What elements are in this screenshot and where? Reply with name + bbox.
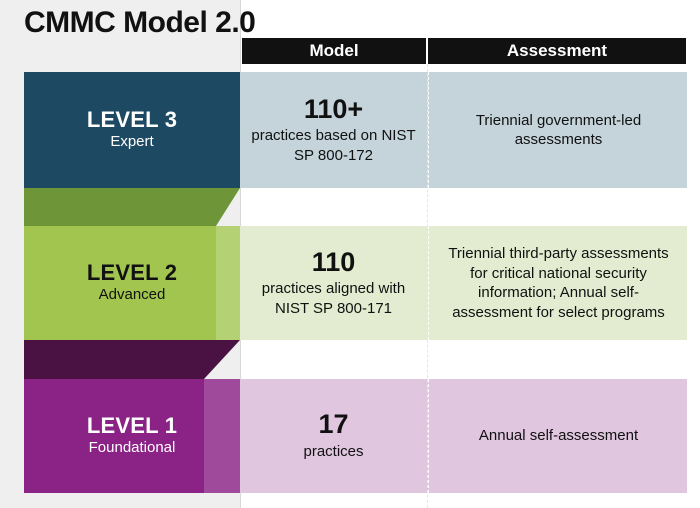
level-2-model-cell: 110 practices aligned with NIST SP 800-1…: [240, 226, 427, 340]
level-1-assessment-text: Annual self-assessment: [478, 427, 639, 445]
level-2-assessment-text: Triennial third-party assessments for cr…: [448, 245, 669, 321]
level-3-model-cell: 110+ practices based on NIST SP 800-172: [240, 72, 427, 188]
page-title: CMMC Model 2.0: [24, 6, 256, 39]
level-2-overlap-strip: [216, 226, 240, 340]
model-column-header: Model: [242, 38, 426, 64]
level-2-row: 110 practices aligned with NIST SP 800-1…: [240, 226, 687, 340]
level-2-model-text: practices aligned with NIST SP 800-171: [261, 280, 406, 317]
level-2-assessment-cell: Triennial third-party assessments for cr…: [428, 226, 688, 340]
level-1-practice-count: 17: [318, 409, 349, 440]
level-2-name: LEVEL 2: [86, 260, 178, 286]
level-3-practice-count: 110+: [303, 93, 364, 124]
level-3-model-text: practices based on NIST SP 800-172: [251, 127, 416, 164]
level-3-assessment-text: Triennial government-led assessments: [475, 111, 642, 149]
level-1-model-cell: 17 practices: [240, 379, 427, 493]
level-1-row: 17 practices Annual self-assessment: [240, 379, 687, 493]
column-divider: [427, 64, 428, 508]
assessment-column-header: Assessment: [428, 38, 686, 64]
level-2-subtitle: Advanced: [98, 286, 166, 304]
level-1-overlap-strip: [204, 379, 240, 493]
level-1-assessment-cell: Annual self-assessment: [428, 379, 688, 493]
level-1-name: LEVEL 1: [86, 413, 178, 439]
level-2-practice-count: 110: [311, 246, 356, 277]
level-1-model-text: practices: [303, 443, 364, 461]
level-3-subtitle: Expert: [110, 133, 154, 151]
level-3-assessment-cell: Triennial government-led assessments: [428, 72, 688, 188]
level-3-block: LEVEL 3 Expert: [24, 72, 240, 188]
level-3-name: LEVEL 3: [86, 107, 178, 133]
level-1-subtitle: Foundational: [88, 439, 176, 457]
level-3-row: 110+ practices based on NIST SP 800-172 …: [240, 72, 687, 188]
level-2-block: LEVEL 2 Advanced: [24, 226, 240, 340]
